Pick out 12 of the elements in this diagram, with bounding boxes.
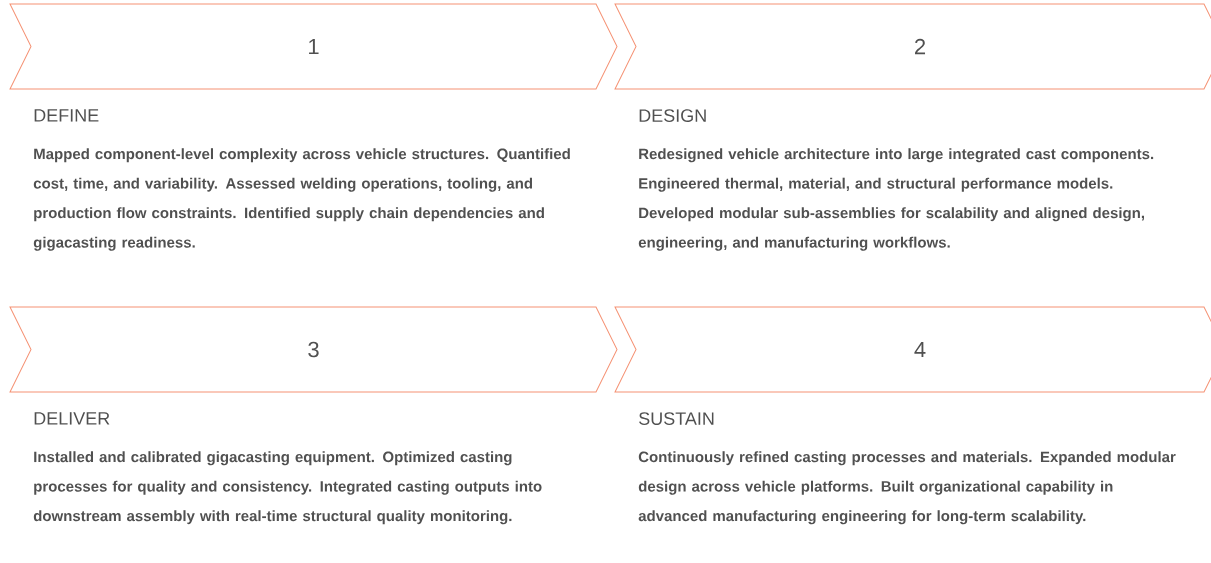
step-heading: DESIGN: [639, 109, 706, 122]
step-heading: DEFINE: [34, 109, 99, 122]
chevron-box: 1: [9, 3, 618, 90]
step-heading: DELIVER: [34, 412, 110, 425]
step-description: Mapped component-level complexity across vehicle structures. Quantified cost, time, and variability. Assessed welding operations, tooling, and production flow constraints. Identified supply chain dependencies and gigacasting readiness.: [33, 148, 570, 251]
chevron-box: 2: [614, 3, 1211, 90]
step-description: Continuously refined casting processes and materials. Expanded modular design across vehicle platforms. Built organizational capability in advanced manufacturing engineering for long-term scalability.: [638, 451, 1176, 525]
step-description: Redesigned vehicle architecture into large integrated cast components. Engineered thermal, material, and structural performance models. Developed modular sub-assemblies for scalability and aligned design, engineering, and manufacturing workflows.: [638, 148, 1154, 251]
chevron-box: 3: [9, 306, 618, 393]
step-heading: SUSTAIN: [639, 412, 714, 425]
step-description: Installed and calibrated gigacasting equipment. Optimized casting processes for quality and consistency. Integrated casting outputs into downstream assembly with real-time structural quality monitoring.: [33, 451, 542, 525]
chevron-box: 4: [614, 306, 1211, 393]
